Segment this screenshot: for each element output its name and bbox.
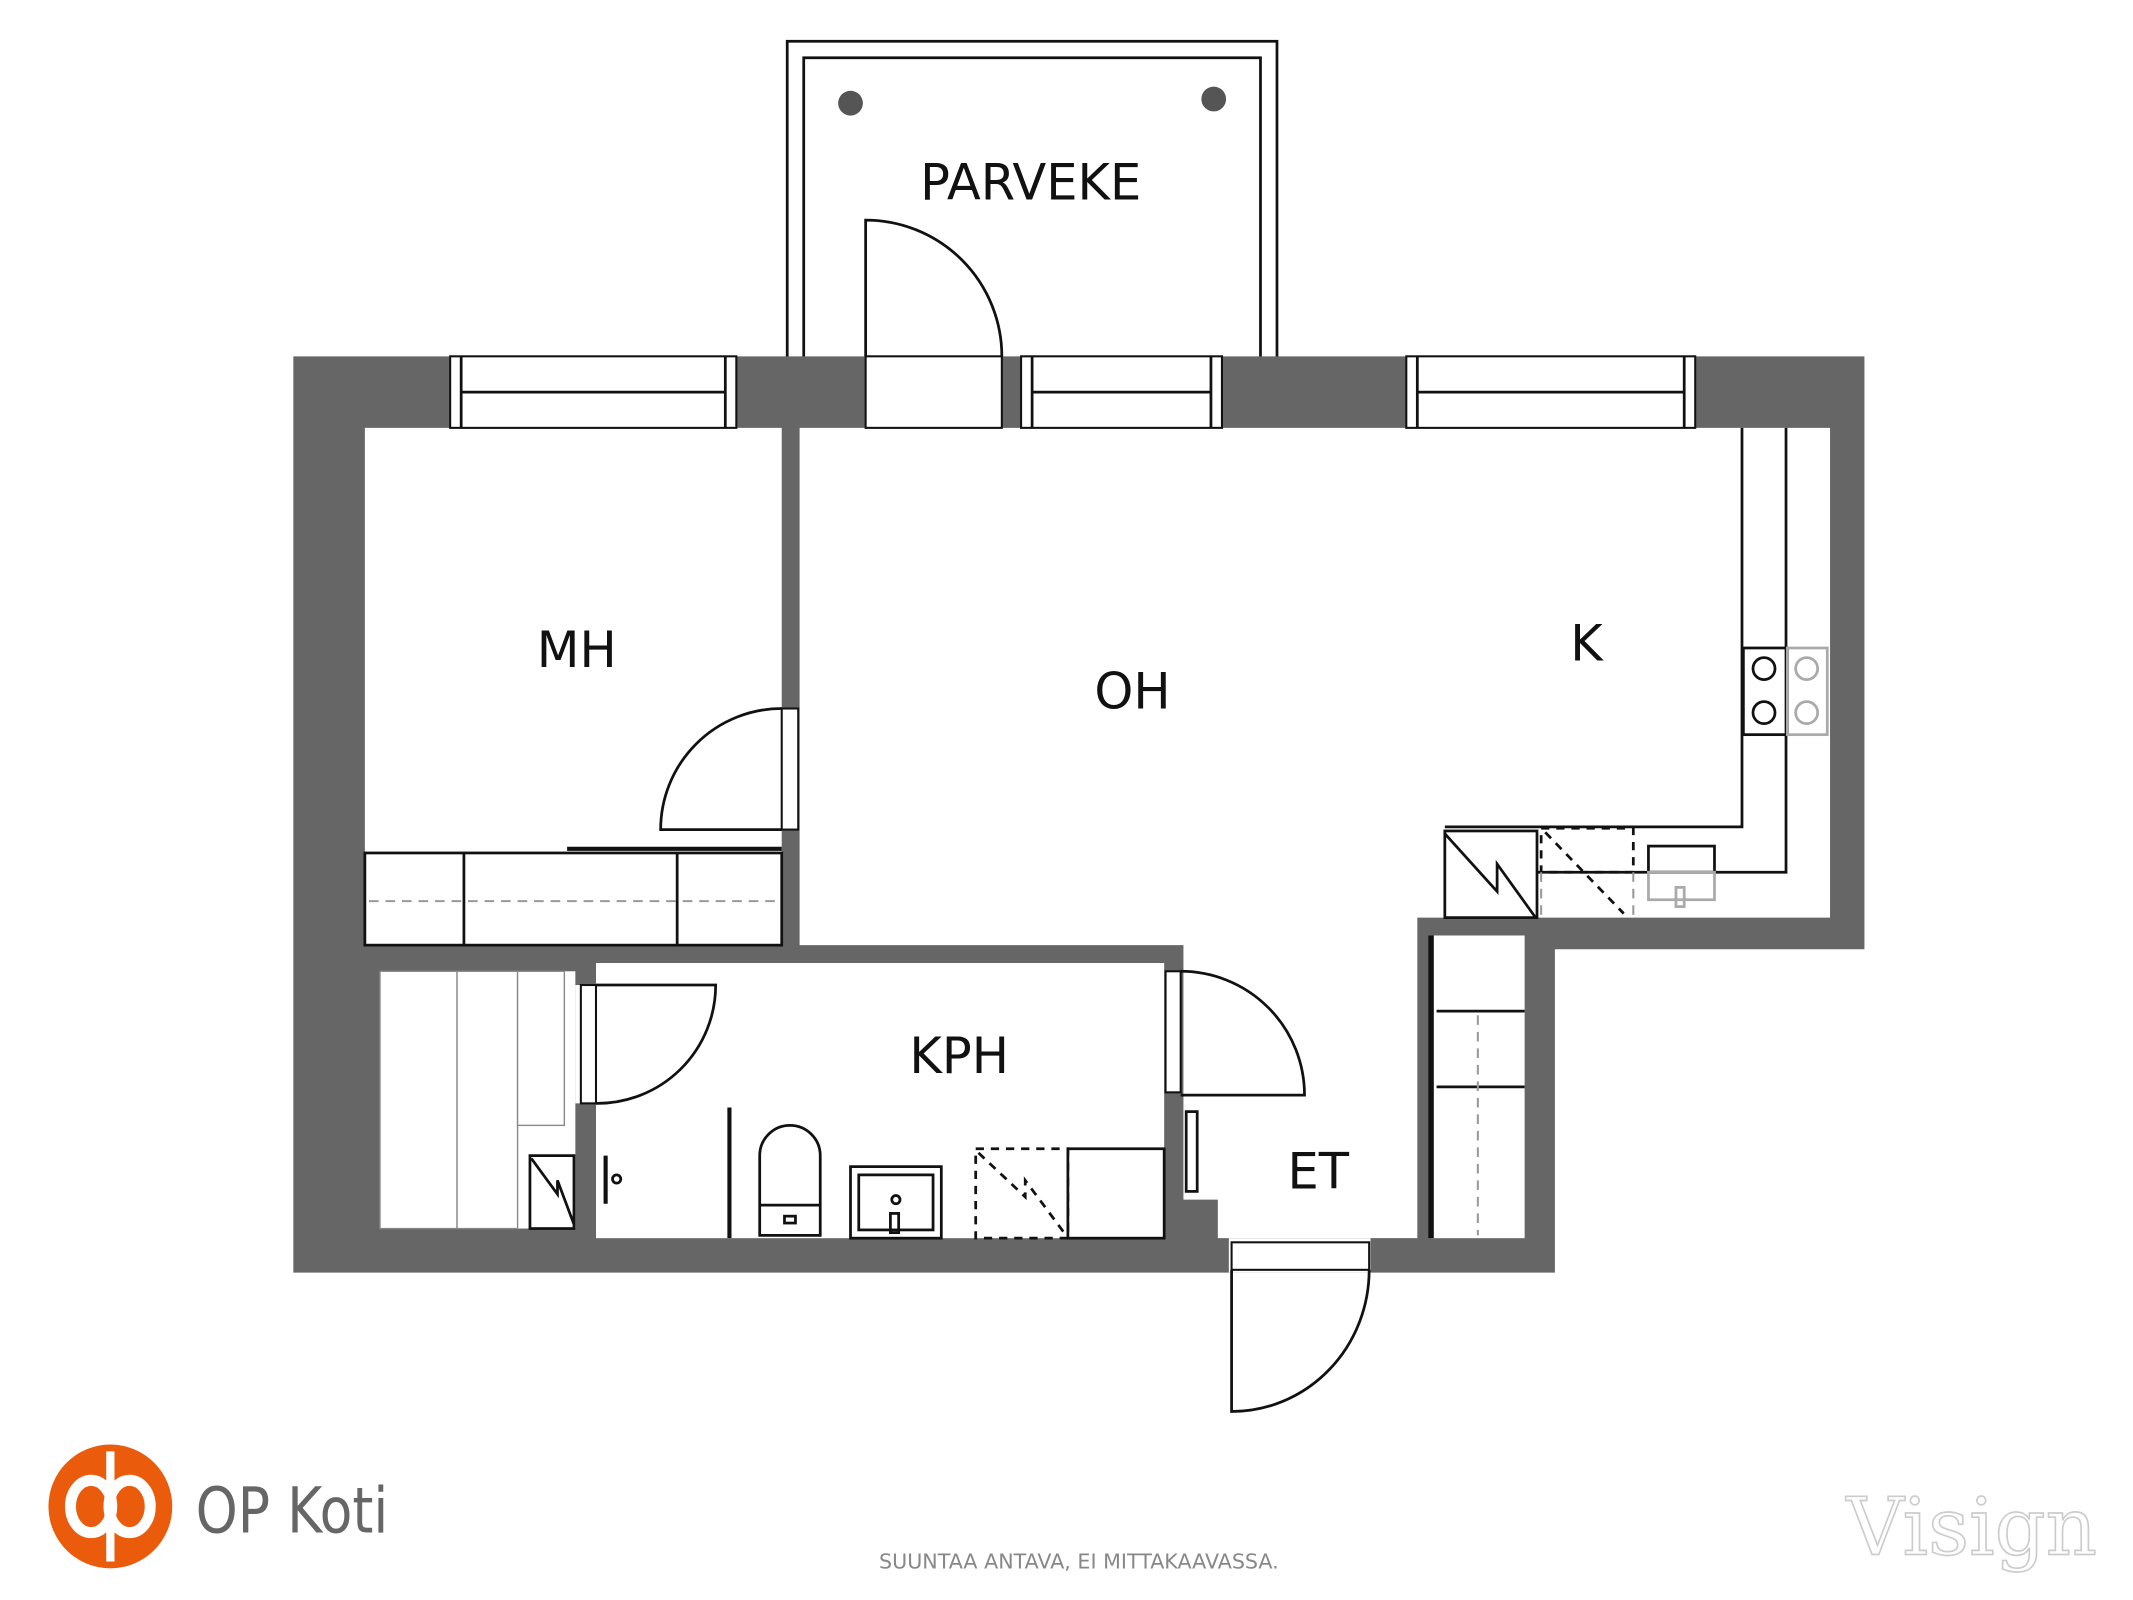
- room-label-entrance: ET: [1287, 1143, 1349, 1201]
- windows: [449, 355, 1697, 429]
- kitchen-fixtures: [1443, 427, 1829, 920]
- disclaimer: SUUNTAA ANTAVA, EI MITTAKAAVASSA.: [879, 1549, 1279, 1573]
- visign-watermark: Visign: [1845, 1481, 2097, 1574]
- op-koti-logo: OP Koti: [48, 1444, 389, 1569]
- brand-name: OP Koti: [196, 1474, 389, 1548]
- room-label-living: OH: [1094, 663, 1170, 721]
- room-label-bathroom: KPH: [909, 1027, 1009, 1085]
- entrance-wardrobe: [1428, 935, 1525, 1239]
- room-living-kitchen-floor: [799, 427, 1831, 1239]
- sauna-benches: [379, 970, 576, 1230]
- bedroom-wardrobe: [363, 846, 784, 947]
- room-bedroom-floor: [364, 427, 782, 946]
- room-label-kitchen: K: [1570, 614, 1604, 672]
- doors: [579, 218, 1371, 1413]
- bathroom-fixtures: [603, 1107, 1199, 1240]
- room-label-balcony: PARVEKE: [920, 153, 1141, 211]
- balcony: [785, 39, 1279, 362]
- room-bathroom-floor: [595, 963, 1165, 1239]
- room-label-bedroom: MH: [537, 621, 617, 679]
